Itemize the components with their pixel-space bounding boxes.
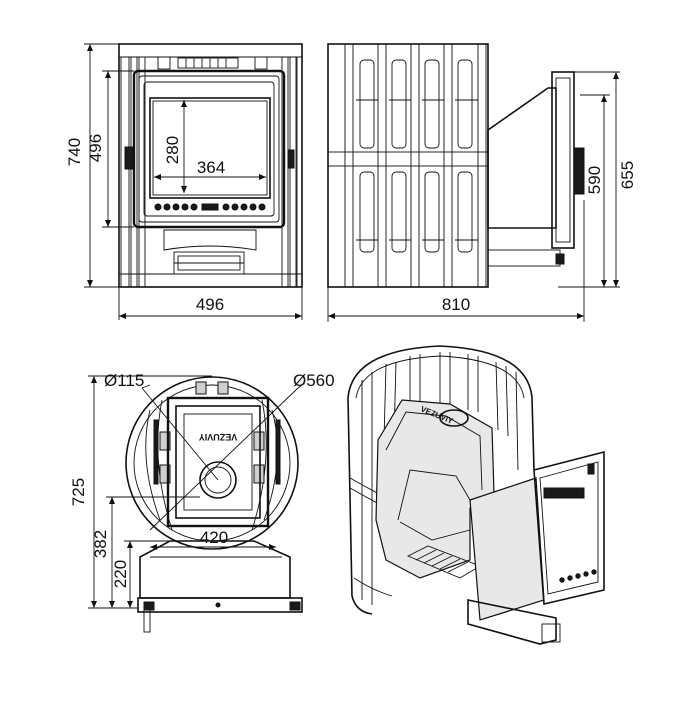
front-view: 280 364 740 496 496 <box>65 43 303 320</box>
side-stone-cage <box>327 43 489 288</box>
front-total-height-label: 740 <box>65 138 84 166</box>
body-diameter-label: Ø560 <box>293 371 335 390</box>
door-height-label: 280 <box>163 136 182 164</box>
door-handle <box>124 146 134 170</box>
isometric-view: VEZUVIY <box>347 345 605 645</box>
chimney-outlet <box>199 461 237 499</box>
side-ash-drawer <box>487 249 561 267</box>
iso-door-handle <box>543 487 585 499</box>
chimney-diameter-label: Ø115 <box>104 371 144 390</box>
top-logo-text: VEZUVIY <box>199 432 238 442</box>
side-depth-label: 810 <box>442 295 470 314</box>
top-firebox <box>166 396 270 528</box>
front-ash-pan <box>163 229 257 275</box>
front-door-frame <box>132 69 286 229</box>
front-body-height-label: 496 <box>86 134 105 162</box>
front-air-holes <box>154 203 266 211</box>
iso-tunnel <box>469 477 545 621</box>
side-door-handle <box>573 147 585 195</box>
front-width-label: 496 <box>196 295 224 314</box>
top-cage-bars <box>145 381 278 531</box>
iso-chimney-collar <box>439 409 469 427</box>
top-door-plate <box>137 597 303 613</box>
iso-door <box>533 450 605 605</box>
door-width-label: 364 <box>197 158 225 177</box>
side-tunnel <box>487 87 557 229</box>
side-cage-bars <box>344 43 487 288</box>
side-height-b-label: 655 <box>618 161 637 189</box>
top-view: VEZUVIY Ø115 Ø560 420 725 382 220 <box>69 371 335 633</box>
chimney-offset-label: 382 <box>91 530 110 558</box>
iso-door-vents <box>559 569 597 583</box>
iso-cage-top <box>347 345 533 399</box>
door-hinge <box>287 149 295 169</box>
tunnel-width-label: 420 <box>200 528 228 547</box>
tunnel-offset-label: 220 <box>111 560 130 588</box>
side-view: 590 655 810 <box>327 43 637 322</box>
side-height-a-label: 590 <box>585 166 604 194</box>
iso-firebox <box>375 399 495 579</box>
top-total-depth-label: 725 <box>69 478 88 506</box>
side-stones <box>356 59 478 253</box>
iso-cage-bars <box>361 352 519 605</box>
front-top-grill <box>177 57 239 69</box>
front-door-glass <box>149 97 271 199</box>
